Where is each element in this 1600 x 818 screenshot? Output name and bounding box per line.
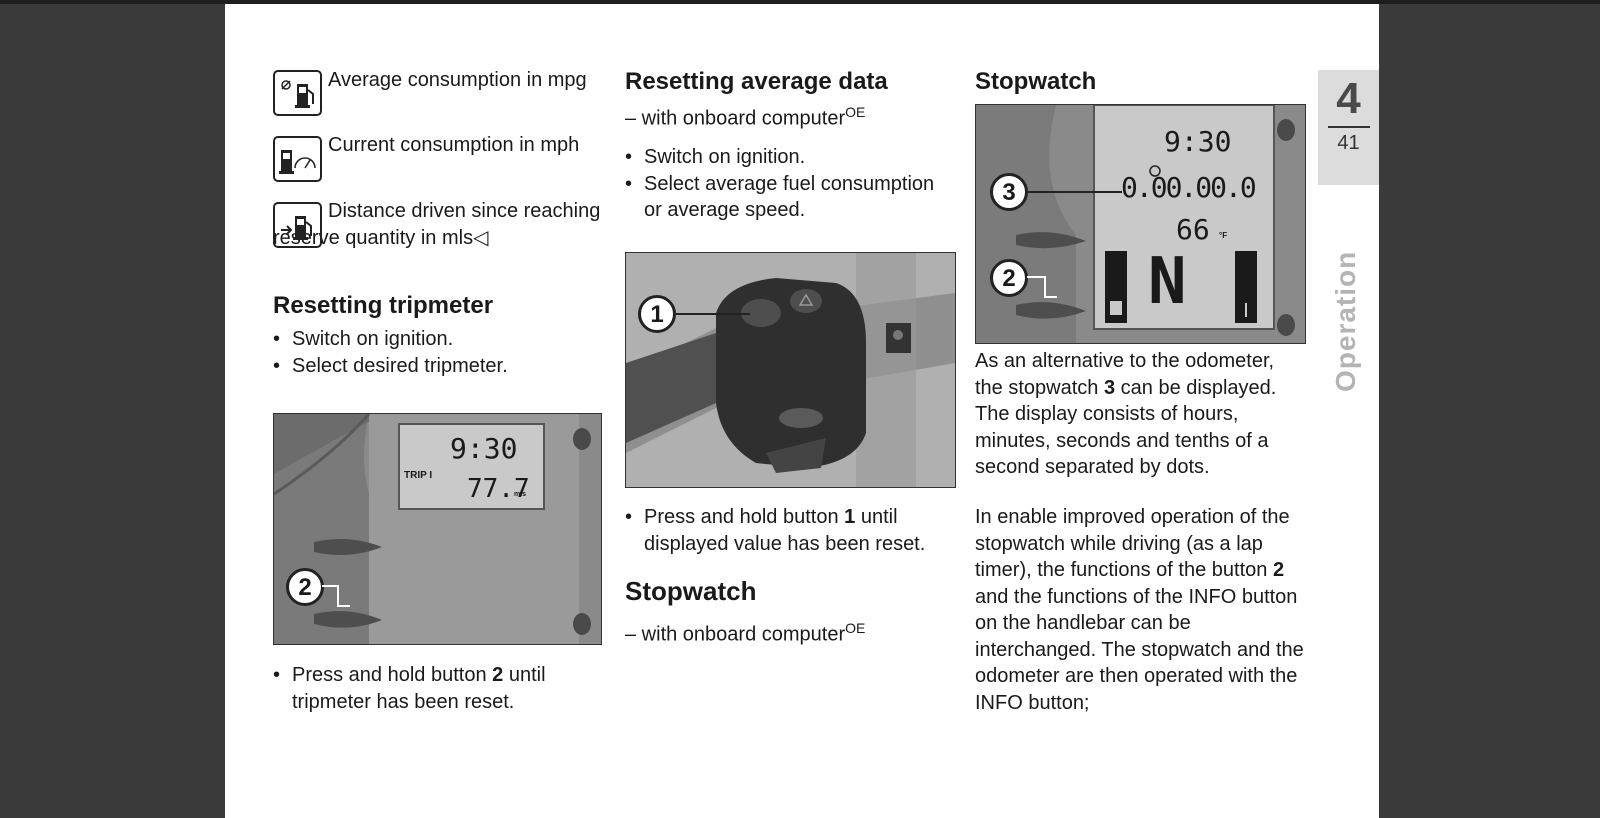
section-heading: Stopwatch [975, 68, 1097, 95]
section-heading: Stopwatch [625, 576, 757, 606]
equipment-note: – with onboard computerOE [625, 615, 960, 648]
item-ref: 3 [1103, 376, 1116, 399]
bullet-item: Select average fuel consumption or avera… [625, 171, 955, 224]
handlebar-switch-figure: 1 [625, 252, 956, 488]
callout-2: 2 [286, 568, 324, 606]
paragraph-text: and the functions of the INFO button on … [975, 585, 1304, 714]
paragraph: In enable improved operation of the stop… [975, 504, 1305, 716]
symbol-text: Average consumption in mpg [328, 69, 587, 91]
paragraph-text: can be displayed. The display consists o… [975, 376, 1277, 479]
reserve-distance-icon [273, 202, 322, 248]
bullet-item: Switch on ignition. [273, 326, 608, 353]
bullet-item: Press and hold button 2 until tripmeter … [273, 662, 622, 715]
note-text: – with onboard computer [625, 107, 846, 130]
gear-indicator: N [1148, 245, 1187, 319]
bullet-text: Press and hold button [292, 664, 493, 686]
clock-readout: 9:30 [450, 432, 518, 465]
average-consumption-icon [273, 70, 322, 116]
symbol-text: Current consumption in mph [328, 134, 580, 156]
stopwatch-figure: 9:30 0.00.00.0 66 °F N 3 2 [975, 104, 1306, 344]
stopwatch-readout: 0.00.00.0 [1121, 171, 1257, 204]
tab-divider [1328, 126, 1370, 128]
trip-unit: mls [514, 491, 527, 498]
paragraph-text: As an alternative to the odometer, the s… [975, 350, 1275, 399]
bullet-item: Press and hold button 1 until displayed … [625, 504, 974, 557]
bullet-item: Switch on ignition. [625, 144, 955, 171]
symbol-row-reserve-distance: Distance driven since reaching reserve q… [273, 198, 608, 251]
paragraph-text: In enable improved operation of the stop… [975, 506, 1290, 581]
section-heading: Resetting tripmeter [273, 292, 494, 319]
tripmeter-figure: 9:30 TRIP I 77.7 mls 2 [273, 413, 602, 645]
bullet-text: until displayed value has been reset. [644, 506, 926, 555]
equipment-note: – with onboard computerOE [625, 99, 960, 132]
section-heading: Resetting average data [625, 68, 888, 95]
bullet-list: Switch on ignition. Select desired tripm… [273, 326, 608, 379]
button-ref: 2 [492, 664, 504, 686]
callout-1: 1 [638, 295, 676, 333]
note-text: – with onboard computer [625, 623, 846, 646]
button-ref: 2 [1272, 559, 1285, 581]
callout-3: 3 [990, 173, 1028, 211]
chapter-number: 4 [1336, 74, 1361, 123]
bullet-item: Select desired tripmeter. [273, 353, 608, 380]
callout-2: 2 [990, 259, 1028, 297]
bullet-text: Press and hold button [644, 506, 845, 528]
option-mark: OE [845, 620, 866, 636]
chapter-tab: 4 41 [1318, 70, 1379, 185]
viewer-top-bar [0, 0, 1600, 4]
bullet-list: Switch on ignition. Select average fuel … [625, 144, 955, 224]
trip-label: TRIP I [404, 470, 433, 481]
section-tab-label: Operation [1330, 250, 1361, 392]
option-mark: OE [845, 104, 866, 120]
paragraph: As an alternative to the odometer, the s… [975, 348, 1305, 481]
bullet-text: until tripmeter has been reset. [292, 664, 546, 713]
trip-readout: 77.7 [467, 474, 530, 504]
current-consumption-icon [273, 136, 322, 182]
symbol-text: Distance driven since reaching reserve q… [273, 200, 601, 249]
temperature-unit: °F [1219, 231, 1228, 240]
page-number: 41 [1337, 132, 1360, 154]
manual-page: Average consumption in mpg Current consu… [225, 4, 1379, 818]
temperature-readout: 66 [1176, 213, 1210, 246]
clock-readout: 9:30 [1164, 125, 1232, 158]
button-ref: 1 [844, 506, 856, 528]
